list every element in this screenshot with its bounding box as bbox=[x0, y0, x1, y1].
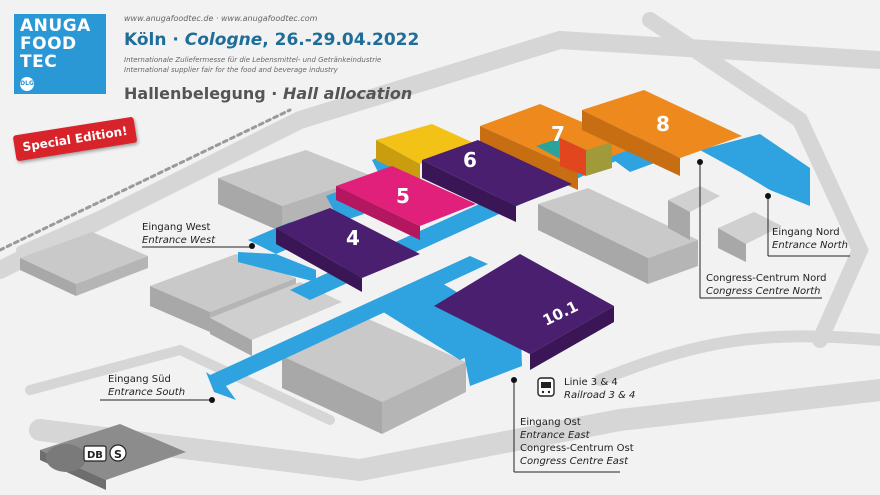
subtitle-en: International supplier fair for the food… bbox=[124, 66, 338, 74]
entrance-west-de: Eingang West bbox=[142, 222, 211, 233]
db-logo-icon: DB bbox=[83, 445, 107, 462]
anuga-foodtec-logo: ANUGA FOOD TEC DLG bbox=[14, 14, 106, 94]
cc-east-de: Congress-Centrum Ost bbox=[520, 443, 634, 454]
roads bbox=[0, 12, 880, 482]
hall-6-label: 6 bbox=[463, 148, 477, 172]
sbahn-logo-text: S bbox=[114, 448, 122, 461]
entrance-west-en: Entrance West bbox=[142, 235, 216, 246]
halls bbox=[276, 90, 742, 370]
rail-de: Linie 3 & 4 bbox=[564, 377, 618, 388]
hall-5-label: 5 bbox=[396, 184, 410, 208]
entrance-south-en: Entrance South bbox=[108, 387, 186, 398]
entrance-west-label: Eingang West Entrance West bbox=[142, 221, 215, 247]
cc-north-en: Congress Centre North bbox=[706, 286, 821, 297]
title-separator: · bbox=[166, 30, 185, 50]
logo-line-2: FOOD bbox=[20, 34, 77, 54]
db-logo-text: DB bbox=[87, 450, 103, 461]
cc-north-de: Congress-Centrum Nord bbox=[706, 273, 827, 284]
title-city-de: Köln bbox=[124, 30, 167, 50]
dlg-badge-icon: DLG bbox=[20, 77, 34, 91]
hall-allocation-sep: · bbox=[265, 84, 283, 103]
cc-east-en: Congress Centre East bbox=[520, 456, 629, 467]
entrance-south-de: Eingang Süd bbox=[108, 374, 171, 385]
entrance-east-label: Eingang Ost Entrance East Congress-Centr… bbox=[520, 416, 634, 468]
entrance-north-de: Eingang Nord bbox=[772, 227, 840, 238]
hall-7-label: 7 bbox=[551, 122, 565, 146]
logo-line-3: TEC bbox=[20, 52, 58, 72]
hall-allocation-en: Hall allocation bbox=[282, 84, 413, 103]
entrance-east-de: Eingang Ost bbox=[520, 417, 581, 428]
hall-allocation-title: Hallenbelegung · Hall allocation bbox=[124, 84, 412, 103]
title-city-en: Cologne bbox=[184, 30, 263, 50]
sbahn-logo-icon: S bbox=[109, 444, 127, 462]
entrance-east-en: Entrance East bbox=[520, 430, 590, 441]
congress-centre-north-label: Congress-Centrum Nord Congress Centre No… bbox=[706, 272, 827, 298]
entrance-south-label: Eingang Süd Entrance South bbox=[108, 373, 185, 399]
hall-allocation-de: Hallenbelegung bbox=[124, 84, 266, 103]
title-dates: , 26.-29.04.2022 bbox=[262, 30, 420, 50]
tram-icon bbox=[537, 377, 555, 397]
leader-lines bbox=[100, 162, 850, 473]
entrance-north-label: Eingang Nord Entrance North bbox=[772, 226, 848, 252]
hall-8-label: 8 bbox=[656, 112, 670, 136]
rail-en: Railroad 3 & 4 bbox=[564, 390, 636, 401]
header-urls: www.anugafoodtec.de · www.anugafoodtec.c… bbox=[124, 14, 318, 23]
logo-line-1: ANUGA bbox=[20, 16, 91, 36]
entrance-dots bbox=[209, 159, 771, 403]
subtitle-de: Internationale Zuliefermesse für die Leb… bbox=[124, 56, 382, 64]
entrance-north-en: Entrance North bbox=[772, 240, 848, 251]
hall-4-label: 4 bbox=[346, 226, 360, 250]
railroad-label: Linie 3 & 4 Railroad 3 & 4 bbox=[564, 376, 635, 402]
fair-title: Köln · Cologne, 26.-29.04.2022 bbox=[124, 30, 419, 50]
